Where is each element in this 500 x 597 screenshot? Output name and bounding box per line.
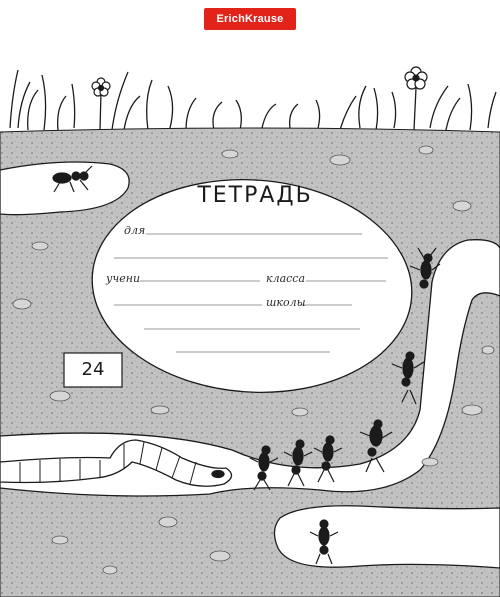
label-ucheni: учени — [106, 272, 141, 285]
worm — [0, 439, 233, 487]
flower-icon — [91, 66, 428, 97]
label-shkoly: школы — [266, 296, 306, 309]
label-klassa: класса — [266, 272, 306, 285]
writing-lines — [114, 233, 388, 353]
sheet-count: 24 — [81, 359, 105, 380]
label-dlya: для — [124, 224, 146, 237]
brand-logo: ErichKrause — [204, 8, 296, 30]
stones — [12, 145, 495, 575]
grass — [9, 69, 497, 131]
sheet-count-box — [63, 352, 123, 388]
ant-icon — [52, 165, 441, 565]
notebook-title: ТЕТРАДЬ — [197, 183, 313, 208]
